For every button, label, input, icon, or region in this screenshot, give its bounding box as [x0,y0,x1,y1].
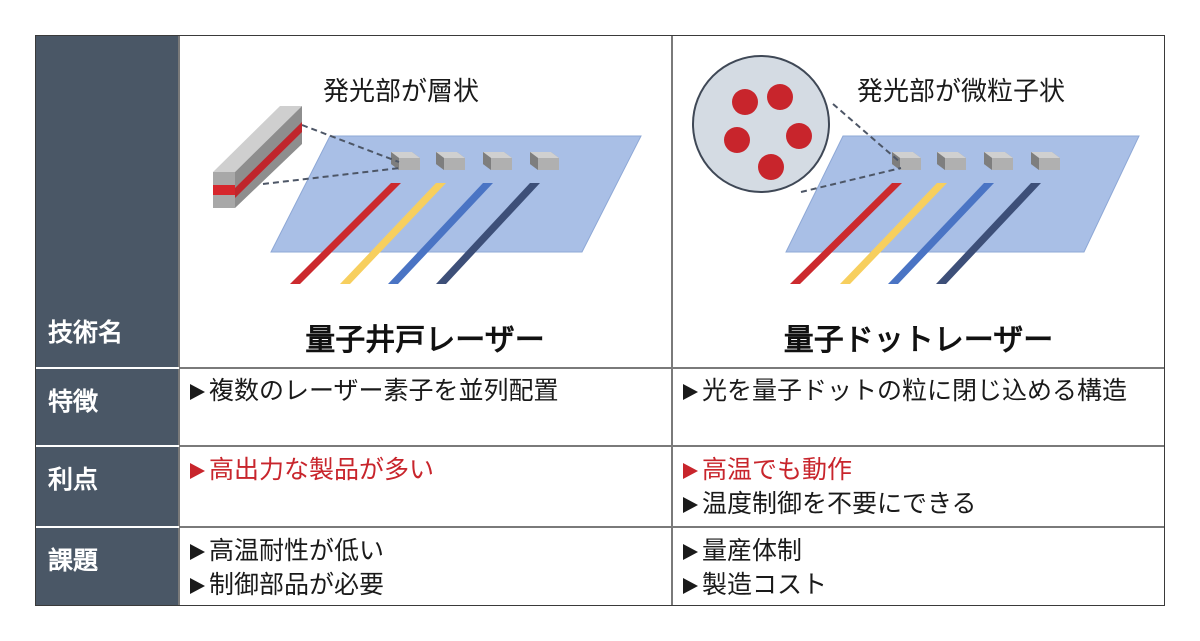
laser-beam-navy [436,183,540,284]
laser-chip-4 [530,152,559,170]
left-issue-item-2: 制御部品が必要 [190,568,384,602]
right-advantage-text-1: 高温でも動作 [702,455,853,484]
bullet-triangle-icon [683,544,698,560]
header-tech-name: 技術名 [48,318,124,347]
laser-beam-yellow [840,183,947,284]
bullet-triangle-icon [190,544,205,560]
left-feature-text: 複数のレーザー素子を並列配置 [209,376,559,405]
bullet-triangle-icon [683,578,698,594]
left-issue-text-2: 制御部品が必要 [209,570,385,599]
laser-beam-yellow [340,183,446,284]
right-advantage-item-2: 温度制御を不要にできる [683,487,977,521]
divider-row1 [35,367,1165,369]
divider-row3 [35,526,1165,528]
quantum-well-illustration [213,106,642,284]
laser-beam-blue [888,183,994,284]
laser-chip-2 [436,152,465,170]
right-issue-text-1: 量産体制 [702,536,803,565]
bullet-triangle-icon [190,384,205,400]
header-features: 特徴 [48,387,99,416]
left-illustration-caption: 発光部が層状 [323,77,480,107]
bullet-triangle-icon [190,463,205,479]
laser-beam-blue [388,183,493,284]
bullet-triangle-icon [190,578,205,594]
left-issue-text-1: 高温耐性が低い [209,536,385,565]
quantum-dot-illustration [692,55,1140,284]
right-advantage-item-1: 高温でも動作 [683,453,852,487]
left-advantage-item: 高出力な製品が多い [190,453,434,487]
header-divider-3 [35,526,179,528]
right-illustration-caption: 発光部が微粒子状 [857,77,1066,107]
laser-chip-1 [391,152,420,170]
right-feature-item: 光を量子ドットの粒に閉じ込める構造 [683,374,1127,408]
layered-block-icon [213,106,302,208]
header-advantages: 利点 [48,465,99,494]
laser-chip-3 [984,152,1013,170]
right-issue-text-2: 製造コスト [702,570,828,599]
divider-col1 [178,35,180,606]
laser-chip-4 [1031,152,1060,170]
right-advantage-text-2: 温度制御を不要にできる [702,489,977,518]
laser-beam-red [790,183,902,284]
table-frame [35,35,1165,606]
header-divider-1 [35,367,179,369]
laser-beam-navy [936,183,1041,284]
right-issue-item-2: 製造コスト [683,568,827,602]
right-issue-item-1: 量産体制 [683,534,802,568]
divider-col2 [671,35,673,606]
bullet-triangle-icon [683,497,698,513]
laser-chip-1 [892,152,921,170]
left-tech-title: 量子井戸レーザー [305,323,545,358]
right-feature-text: 光を量子ドットの粒に閉じ込める構造 [702,376,1128,405]
laser-chip-2 [937,152,966,170]
quantum-dots-magnified-icon [692,55,830,193]
header-divider-2 [35,445,179,447]
header-column [35,35,179,606]
substrate-plate [785,135,1140,253]
laser-beam-red [290,183,401,284]
left-advantage-text: 高出力な製品が多い [209,455,435,484]
bullet-triangle-icon [683,384,698,400]
bullet-triangle-icon [683,463,698,479]
header-issues: 課題 [48,546,99,575]
left-issue-item-1: 高温耐性が低い [190,534,384,568]
divider-row2 [35,445,1165,447]
right-tech-title: 量子ドットレーザー [783,323,1054,358]
left-feature-item: 複数のレーザー素子を並列配置 [190,374,559,408]
laser-chip-3 [483,152,512,170]
